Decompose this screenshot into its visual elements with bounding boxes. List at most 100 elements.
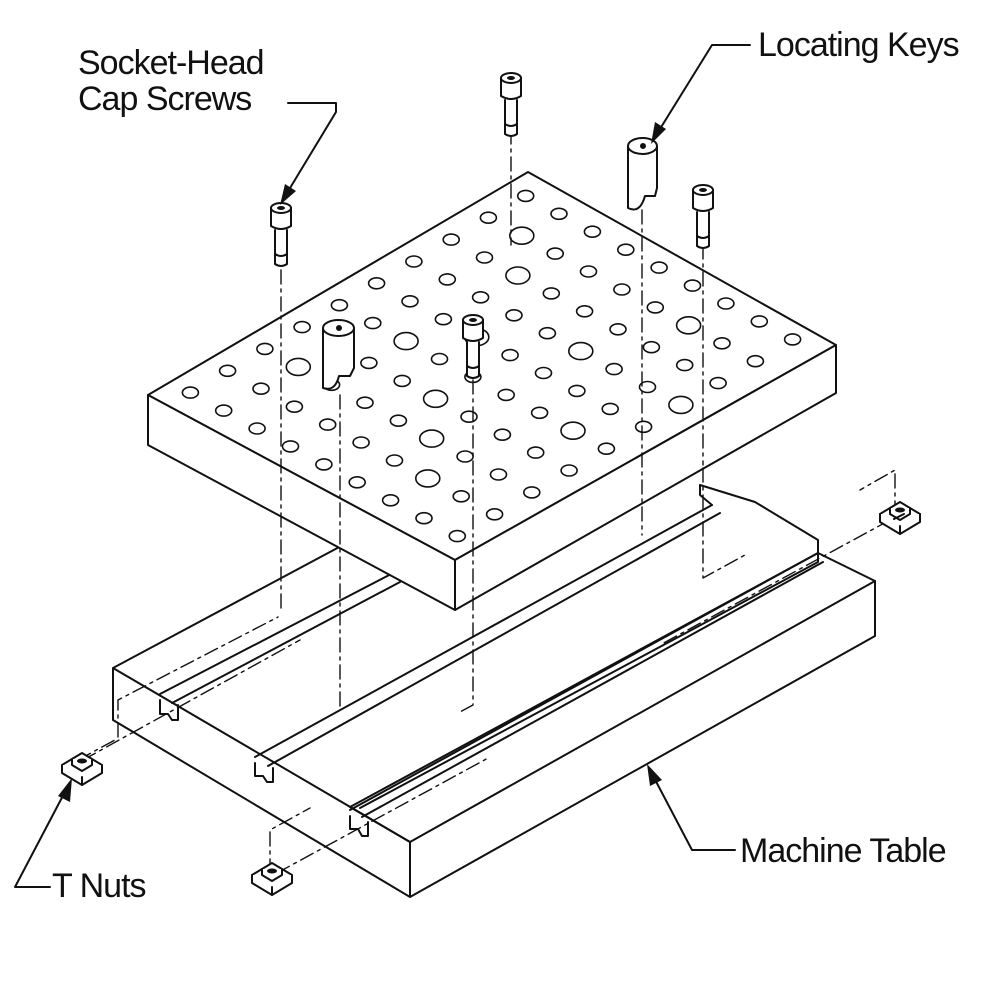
plate-hole: [218, 364, 237, 378]
plate-hole: [713, 336, 731, 350]
cap-screw: [462, 314, 484, 379]
plate-hole: [646, 301, 665, 314]
label-cap-screws: Socket-Head Cap Screws: [78, 44, 265, 118]
plate-hole: [485, 507, 504, 521]
plate-hole: [360, 356, 378, 370]
plate-hole: [415, 511, 433, 525]
slot-notch-3: [349, 815, 369, 837]
plate-hole: [568, 384, 586, 398]
plate-hole: [560, 464, 578, 477]
socket-head-cap-screws: [270, 72, 714, 379]
leaders: [14, 44, 751, 888]
plate-hole: [315, 458, 333, 471]
plate-hole: [352, 436, 370, 449]
plate-hole: [783, 333, 802, 346]
plate-hole: [616, 243, 635, 256]
plate-hole: [497, 388, 516, 402]
plate-hole: [546, 247, 565, 260]
plate-hole: [526, 446, 545, 459]
plate-hole: [638, 380, 657, 394]
plate-hole: [422, 389, 449, 409]
slot-notch-2: [254, 762, 274, 783]
machine-table: [112, 484, 876, 898]
plate-hole: [675, 315, 702, 335]
plate-hole: [414, 469, 441, 488]
plate-hole: [601, 402, 620, 416]
leader-cap-screws: [286, 102, 337, 194]
plate-hole: [385, 454, 404, 467]
plate-hole: [567, 341, 594, 361]
leader-machine-table: [649, 769, 736, 851]
plate-hole: [493, 428, 512, 442]
machine-table-rail-right: [349, 552, 876, 843]
t-nut: [61, 752, 103, 786]
plate-hole: [293, 320, 311, 334]
plate-hole: [418, 429, 445, 448]
plate-hole: [471, 290, 490, 304]
arrowhead-locating-keys: [651, 122, 666, 144]
arrowhead-machine-table: [647, 764, 662, 786]
plate-hole: [348, 475, 367, 489]
plate-hole: [393, 374, 412, 388]
plate-hole: [479, 211, 498, 224]
plate-hole: [650, 261, 668, 274]
plate-hole: [285, 400, 304, 414]
label-locating-keys: Locating Keys: [758, 26, 960, 64]
label-cap-screws-line1: Socket-Head: [78, 44, 265, 82]
plate-hole: [248, 422, 266, 435]
centerlines: [77, 129, 896, 874]
plate-hole: [256, 342, 274, 356]
plate-hole: [575, 304, 594, 318]
plate-hole: [634, 420, 653, 434]
label-t-nuts: T Nuts: [52, 867, 147, 905]
cap-screw: [500, 72, 522, 137]
locating-key-2: [322, 319, 355, 390]
plate-hole: [460, 410, 478, 424]
plate-hole: [501, 348, 519, 362]
plate-hole: [746, 354, 765, 368]
plate-hole: [675, 358, 694, 372]
plate-hole: [475, 251, 494, 264]
fixture-plate-side: [454, 344, 837, 611]
machine-table-rear-rail: [699, 484, 819, 554]
plate-hole: [281, 440, 300, 453]
plate-hole: [393, 331, 419, 351]
plate-hole: [430, 352, 449, 366]
plate-hole: [709, 376, 727, 390]
plate-hole: [534, 366, 553, 380]
fixture-plate-holes: [181, 189, 802, 543]
label-cap-screws-line2: Cap Screws: [78, 80, 252, 118]
leader-t-nuts: [14, 787, 68, 888]
plate-hole: [505, 308, 523, 322]
t-nut: [879, 501, 921, 535]
t-nut: [251, 862, 293, 896]
locating-key-1: [627, 137, 658, 211]
slot-notch-1: [159, 699, 179, 721]
plate-hole: [401, 294, 419, 308]
plate-hole: [750, 315, 769, 328]
leader-locating-keys: [654, 44, 751, 138]
plate-hole: [560, 421, 586, 441]
arrowheads: [58, 122, 666, 802]
plate-hole: [579, 265, 598, 278]
plate-hole: [605, 362, 623, 376]
plate-hole: [642, 340, 661, 354]
plate-hole: [597, 442, 616, 456]
plate-hole: [516, 189, 535, 203]
plate-hole: [550, 207, 568, 221]
plate-hole: [668, 395, 694, 415]
plate-hole: [330, 298, 349, 312]
plate-hole: [442, 233, 461, 246]
fixture-plate-top: [147, 171, 837, 561]
plate-hole: [367, 276, 386, 290]
plate-hole: [389, 414, 408, 428]
plate-hole: [530, 406, 549, 420]
plate-hole: [285, 357, 312, 377]
cap-screw: [692, 184, 714, 249]
t-nuts: [61, 501, 921, 896]
fixture-plate: [147, 171, 837, 611]
plate-hole: [318, 418, 337, 431]
t-slot-grooves: [159, 504, 824, 818]
